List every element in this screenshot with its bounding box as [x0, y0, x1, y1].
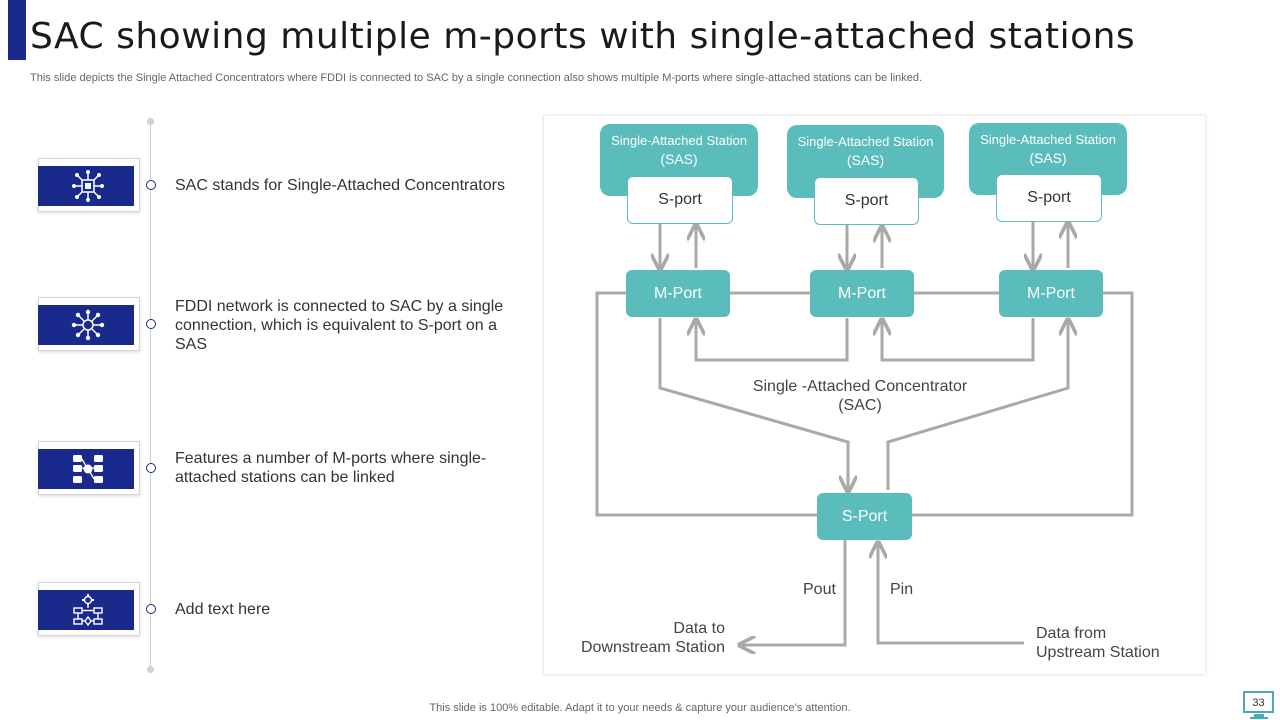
timeline-item-1-card	[34, 158, 140, 212]
sas-3-sport: S-port	[996, 174, 1102, 222]
upstream-label: Data from Upstream Station	[1036, 624, 1196, 662]
timeline-marker-3	[146, 463, 156, 473]
sac-sport: S-Port	[817, 493, 912, 540]
concentrator-label-line1: Single -Attached Concentrator	[752, 378, 968, 395]
footer-note: This slide is 100% editable. Adapt it to…	[429, 702, 851, 714]
timeline-item-2-card	[34, 297, 140, 351]
connected-devices-icon	[73, 455, 103, 483]
timeline-item-1-text: SAC stands for Single-Attached Concentra…	[175, 177, 505, 194]
title-accent-bar	[8, 0, 26, 60]
timeline-marker-2	[146, 319, 156, 329]
timeline-marker-1	[146, 180, 156, 190]
downstream-label-line1: Data to	[673, 620, 725, 637]
sas-2-sport: S-port	[814, 177, 919, 225]
upstream-label-line2: Upstream Station	[1036, 644, 1160, 661]
mport-1: M-Port	[626, 270, 730, 317]
downstream-label-line2: Downstream Station	[580, 639, 725, 656]
timeline-item-3-text: Features a number of M-ports where singl…	[175, 450, 487, 486]
concentrator-label: Single -Attached Concentrator (SAC)	[740, 377, 980, 415]
gear-flowchart-icon	[73, 594, 103, 627]
pin-label: Pin	[890, 581, 914, 598]
timeline-item-4-card	[34, 582, 140, 636]
sas-3-title: Single-Attached Station	[980, 132, 1116, 147]
page-subtitle: This slide depicts the Single Attached C…	[30, 72, 923, 84]
sas-1-abbr: (SAS)	[660, 151, 698, 167]
monitor-icon	[1250, 714, 1268, 719]
concentrator-label-line2: (SAC)	[838, 397, 882, 414]
timeline-end-dot	[147, 666, 154, 673]
sas-1-sport: S-port	[627, 176, 733, 224]
pout-label: Pout	[803, 581, 836, 598]
timeline-item-3-card	[34, 441, 140, 495]
upstream-label-line1: Data from	[1036, 625, 1107, 642]
page-title: SAC showing multiple m-ports with single…	[30, 16, 1136, 57]
sas-2-abbr: (SAS)	[846, 152, 885, 168]
timeline-item-4-text: Add text here	[175, 601, 271, 618]
timeline-line	[150, 122, 151, 670]
sas-1-title: Single-Attached Station	[611, 133, 747, 148]
timeline-start-dot	[147, 118, 154, 125]
mport-3: M-Port	[999, 270, 1103, 317]
downstream-label: Data to Downstream Station	[565, 619, 725, 657]
sas-3-abbr: (SAS)	[1029, 150, 1067, 166]
page-number: 33	[1243, 691, 1274, 713]
timeline-item-2-text: FDDI network is connected to SAC by a si…	[175, 298, 504, 353]
mport-2: M-Port	[810, 270, 914, 317]
chip-network-icon	[72, 170, 104, 202]
network-hub-icon	[71, 309, 105, 341]
sas-2-title: Single-Attached Station	[797, 134, 934, 149]
timeline-marker-4	[146, 604, 156, 614]
